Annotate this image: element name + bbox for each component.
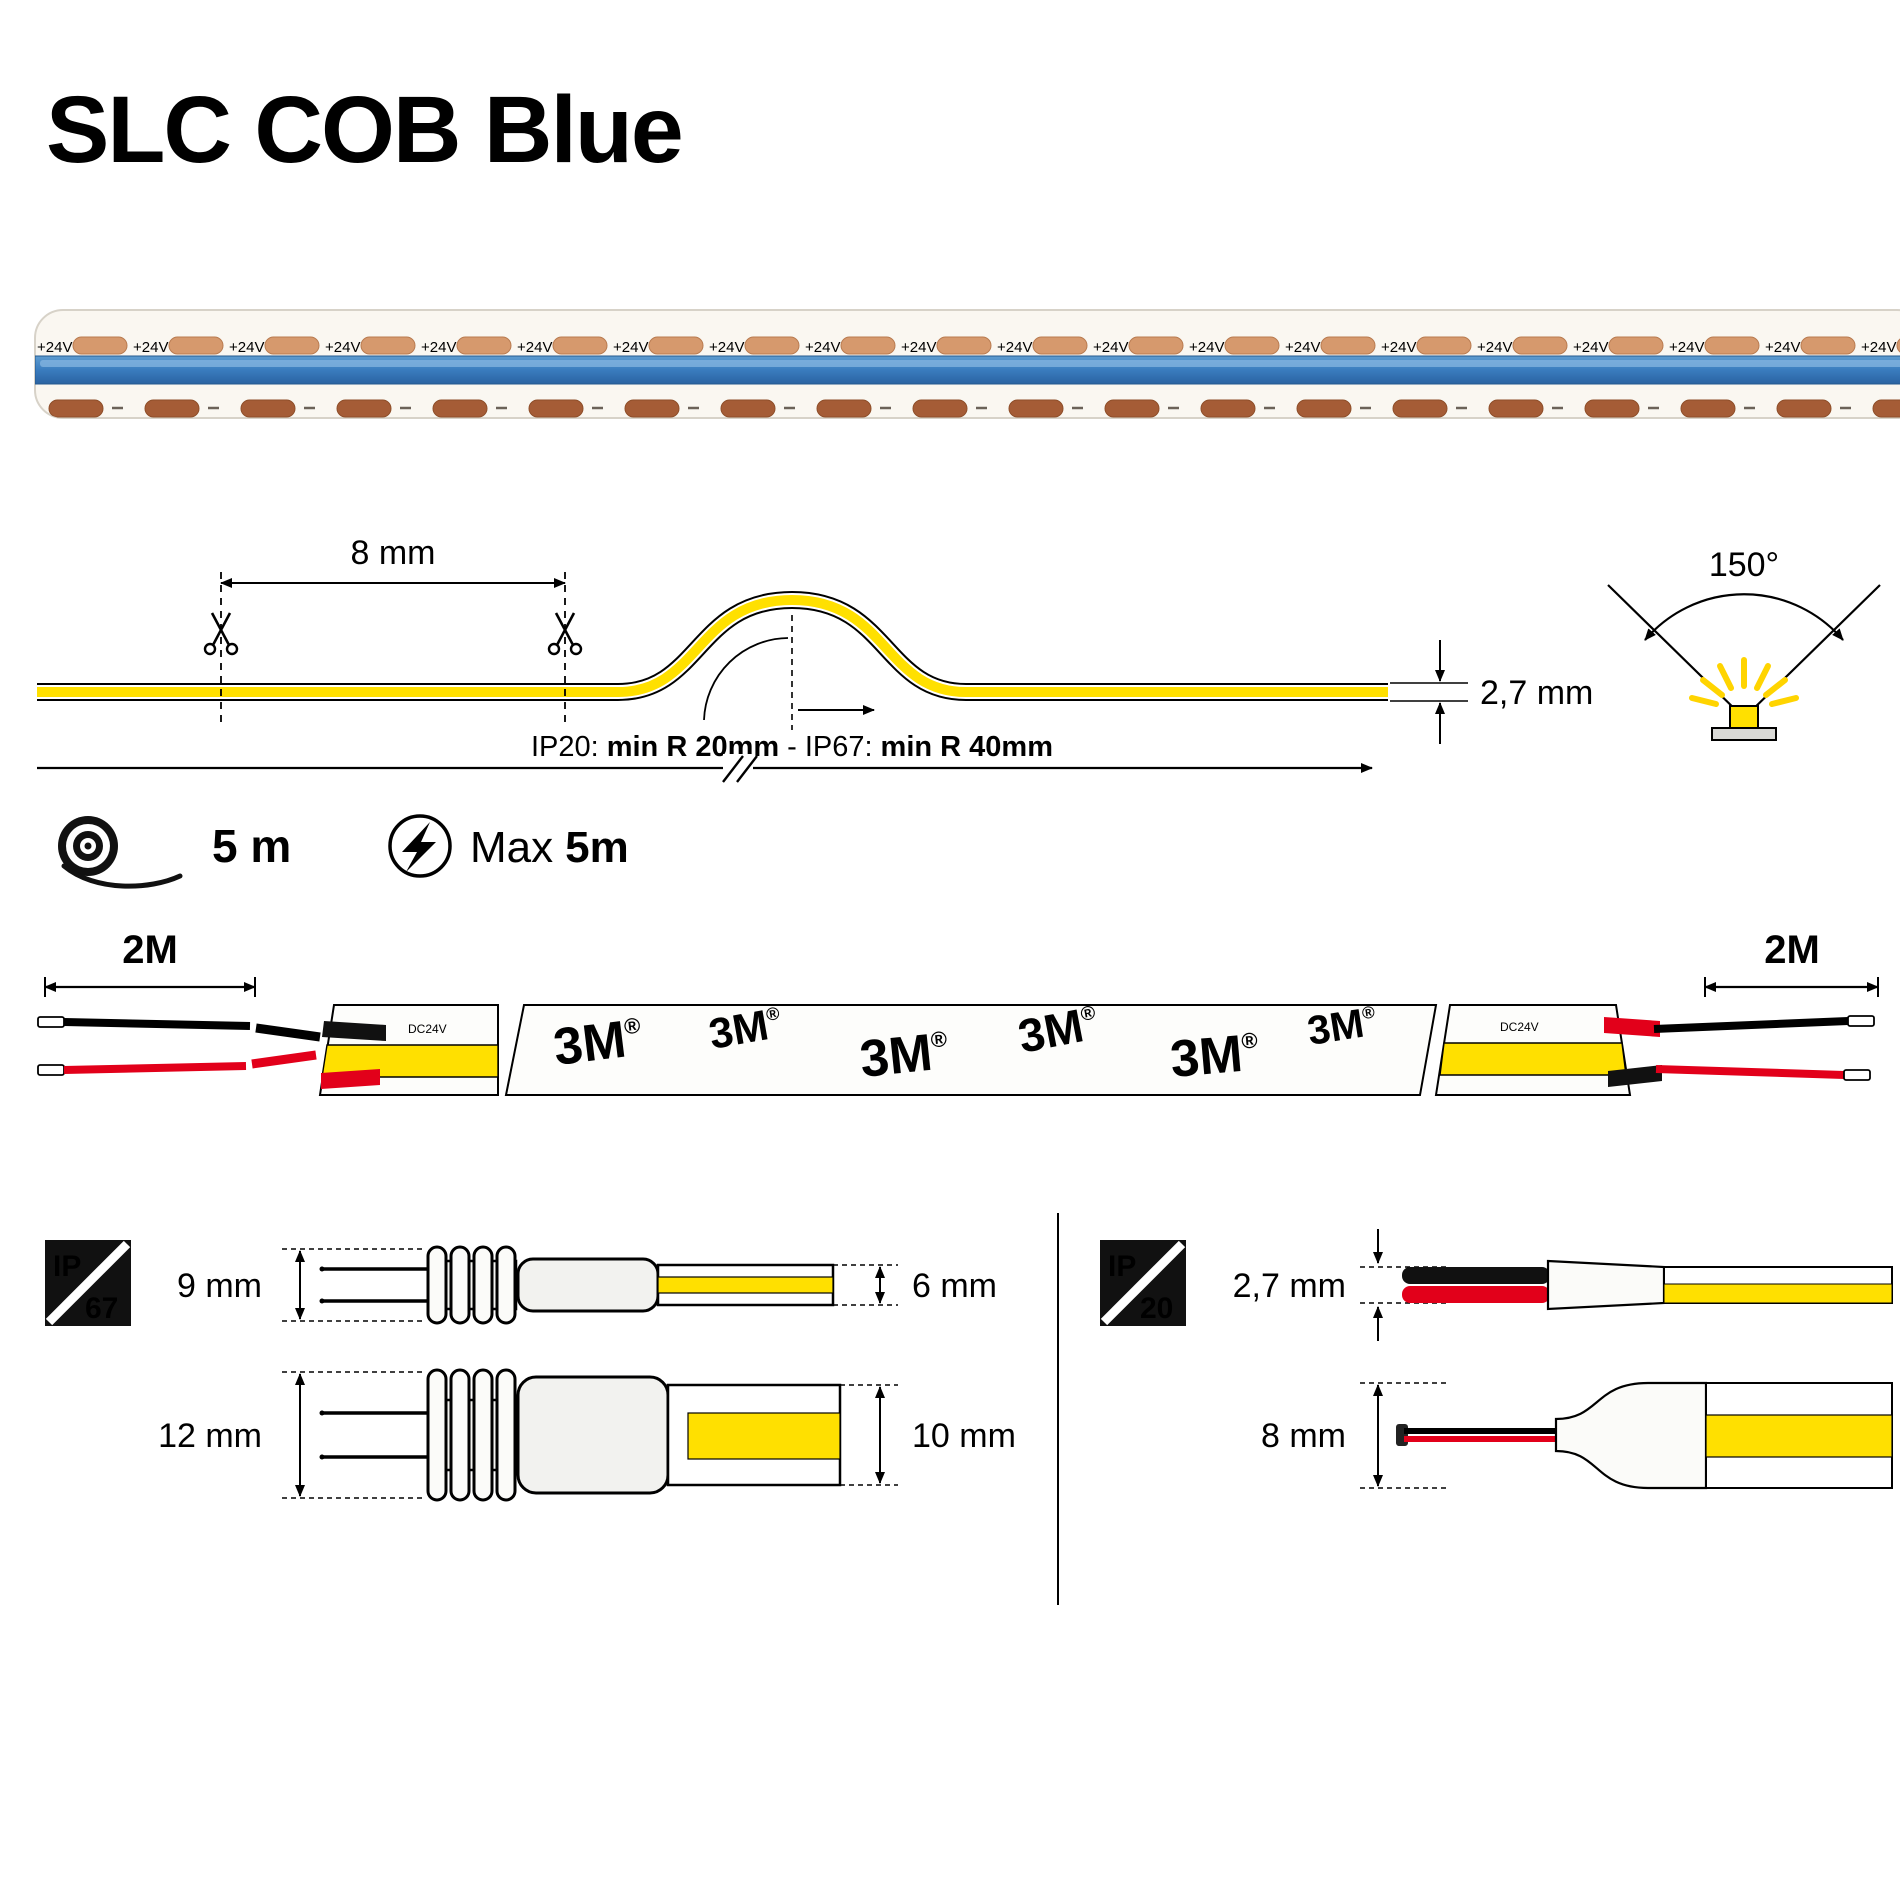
dc-label-left: DC24V [408,1022,447,1036]
bend-radius-arc [703,637,789,721]
light-rays [1689,657,1799,707]
cable-diagram: 3M® 2M 2M [37,928,1879,1096]
strip-content [35,310,1900,418]
ip20-width-label: 8 mm [1261,1417,1346,1455]
black-wire [1653,1017,1849,1033]
adhesive-band [504,996,1438,1096]
page-title: SLC COB Blue [46,77,684,183]
beam-angle-icon: 150° [1607,546,1881,741]
connector-details: IP 67 9 mm 6 mm 12 mm [45,1213,1893,1605]
red-wire [63,1062,247,1074]
ip67-large-height-label: 12 mm [158,1417,262,1455]
bend-radius-note: IP20:min R 20mm-IP67:min R 40mm [531,731,1053,763]
strip-end-left: DC24V [318,1004,499,1096]
scissors-icon [547,611,583,656]
strip-end-right: DC24V [1434,1004,1662,1096]
ip67-small-height-label: 9 mm [177,1267,262,1305]
ip67-small-width-label: 6 mm [912,1267,997,1305]
led-base [1711,727,1777,741]
right-cable-length-label: 2M [1764,928,1820,972]
black-wire [63,1018,251,1030]
cob-strip [1663,1283,1893,1304]
ip67-badge: IP 67 [45,1240,131,1326]
beam-angle-label: 150° [1709,546,1779,584]
black-wire [1402,1267,1550,1284]
thickness-dimension: 2,7 mm [1390,640,1593,744]
ip20-large-connector: 8 mm [1261,1381,1893,1490]
left-wires [37,1016,321,1076]
svg-text:IP: IP [53,1250,81,1283]
left-cable-dimension: 2M [44,928,256,997]
ip67-large-width-label: 10 mm [912,1417,1016,1455]
ip67-small-connector: 9 mm 6 mm [177,1245,997,1325]
ip20-small-connector: 2,7 mm [1233,1229,1893,1341]
cob-strip-right [1439,1042,1627,1076]
strip-profile [37,590,1388,701]
lightning-icon [388,814,452,878]
right-wires [1653,1015,1875,1081]
reel-icon [58,816,183,889]
ip67-large-connector: 12 mm 10 mm [158,1368,1016,1502]
red-wire [1655,1065,1845,1079]
right-cable-dimension: 2M [1704,928,1879,997]
reel-length-label: 5 m [212,820,291,872]
beam-angle-arc [1644,593,1844,641]
cob-strip-left [321,1044,499,1078]
scissors-icon [203,611,239,656]
cob-strip [1705,1414,1893,1458]
led-strip-photo: +24V [34,309,1900,419]
cob-highlight [40,360,1900,367]
svg-text:20: 20 [1140,1292,1173,1325]
length-line [37,754,1373,783]
red-wire [1402,1286,1550,1303]
left-cable-length-label: 2M [122,928,178,972]
ip20-thickness-label: 2,7 mm [1233,1267,1346,1305]
ip20-badge: IP 20 [1100,1240,1186,1326]
thickness-label: 2,7 mm [1480,674,1593,712]
svg-text:IP: IP [1108,1250,1136,1283]
led-chip [1729,705,1759,729]
cut-spacing-label: 8 mm [351,534,436,572]
cob-strip [657,1276,834,1294]
cut-spacing-dimension: 8 mm [203,534,583,725]
cob-strip [687,1412,841,1460]
dc-label-right: DC24V [1500,1020,1539,1034]
side-view-diagram: 8 mm IP20:min R 20mm-IP67:min R 40mm 2,7… [37,534,1881,783]
svg-text:67: 67 [85,1292,118,1325]
